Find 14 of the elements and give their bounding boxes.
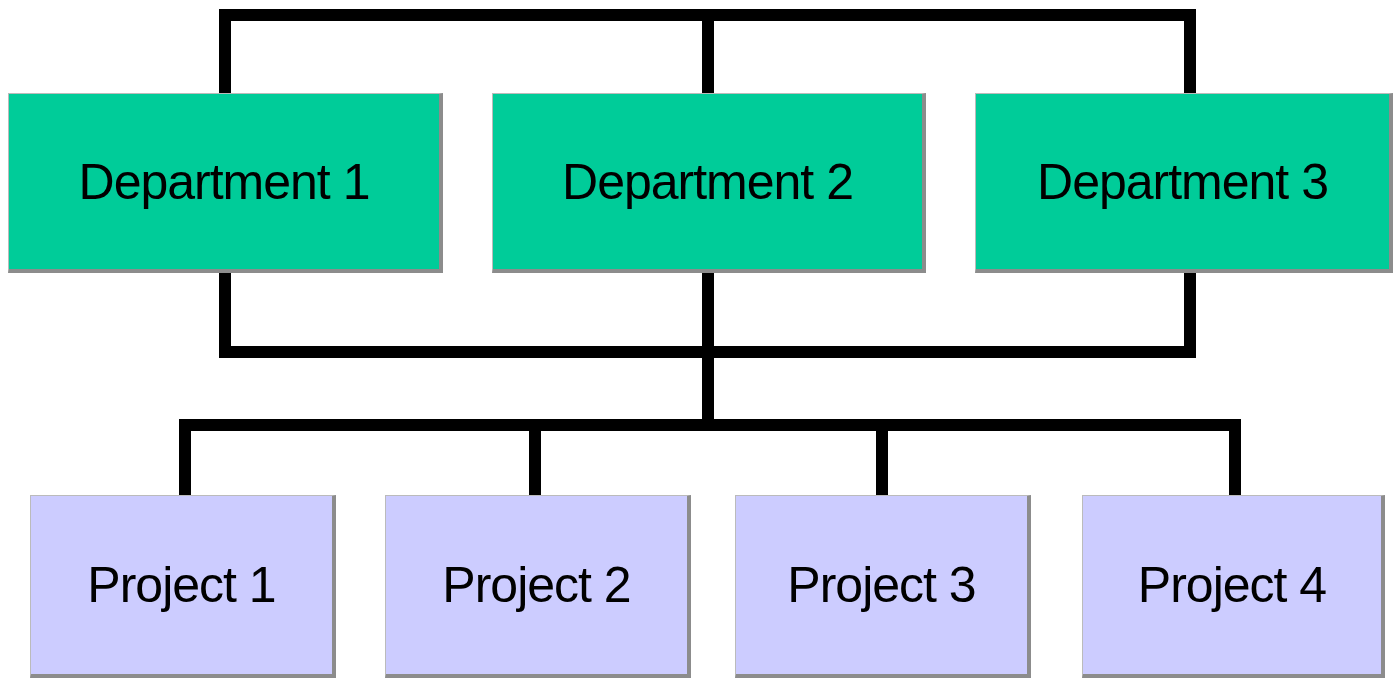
node-label: Department 2 bbox=[562, 152, 853, 211]
department-box bbox=[492, 93, 926, 273]
project-box bbox=[1082, 495, 1385, 678]
project-box bbox=[385, 495, 691, 678]
node-label: Department 1 bbox=[78, 152, 370, 211]
node-label: Project 1 bbox=[87, 556, 276, 614]
node-label: Project 4 bbox=[1137, 556, 1327, 614]
department-box bbox=[8, 93, 443, 273]
project-box bbox=[30, 495, 336, 678]
node-label: Project 3 bbox=[787, 556, 976, 614]
project-box bbox=[735, 495, 1031, 678]
node-label: Project 2 bbox=[442, 556, 631, 614]
node-label: Department 3 bbox=[1037, 152, 1328, 211]
department-box bbox=[975, 93, 1393, 273]
